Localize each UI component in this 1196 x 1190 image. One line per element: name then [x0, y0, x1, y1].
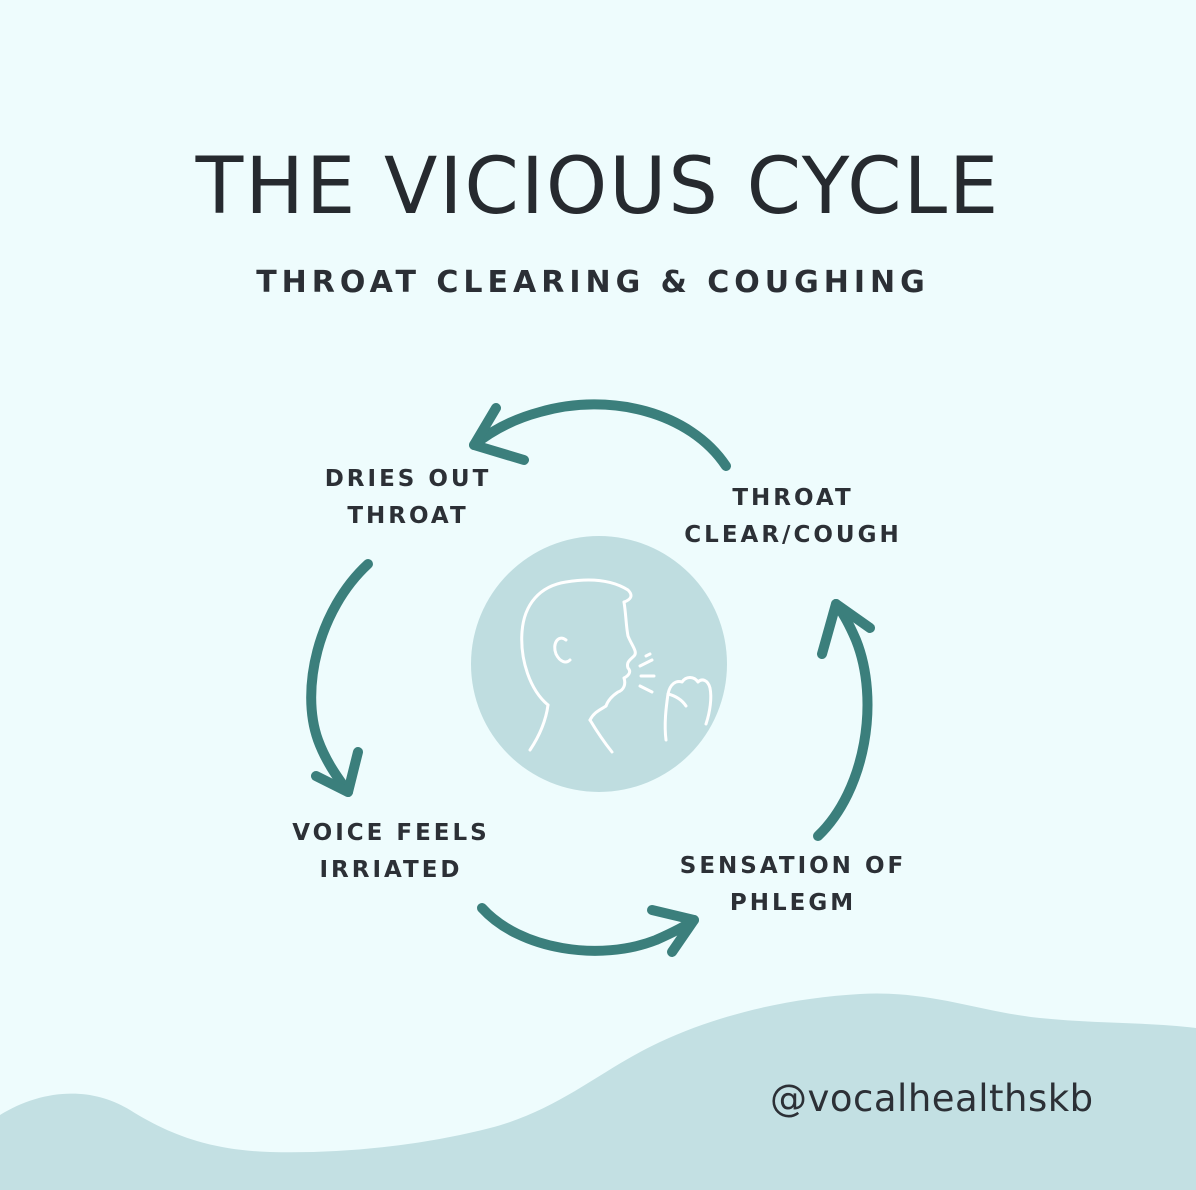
arrow-right: [813, 599, 873, 841]
cycle-step-line: IRRIATED: [319, 857, 463, 883]
cycle-step-line: THROAT: [732, 485, 854, 511]
cycle-step-throat-clear: THROAT CLEAR/COUGH: [615, 480, 971, 554]
cycle-step-voice-irritated: VOICE FEELS IRRIATED: [213, 815, 569, 889]
arrow-top-head: [469, 403, 529, 465]
arrow-bottom-head: [647, 905, 699, 957]
page-title: THE VICIOUS CYCLE: [195, 142, 1001, 232]
arrow-right-head: [817, 599, 875, 659]
center-circle: [471, 536, 727, 792]
arrow-left: [306, 559, 373, 797]
bottom-wave: [0, 993, 1196, 1190]
arrow-bottom: [477, 903, 699, 956]
cycle-step-phlegm: SENSATION OF PHLEGM: [615, 848, 971, 922]
arrow-top: [469, 399, 731, 471]
cycle-step-line: PHLEGM: [729, 890, 857, 916]
arrow-left-head: [311, 747, 363, 797]
cycle-arrows: [306, 399, 875, 957]
cycle-step-dries-out: DRIES OUT THROAT: [230, 461, 586, 535]
cycle-step-line: VOICE FEELS: [292, 820, 490, 846]
cycle-step-line: CLEAR/COUGH: [684, 522, 902, 548]
page-subtitle: THROAT CLEARING & COUGHING: [256, 265, 930, 300]
cycle-step-line: DRIES OUT: [324, 466, 492, 492]
person-coughing-icon: [520, 578, 713, 754]
cycle-step-line: SENSATION OF: [679, 853, 907, 879]
cycle-step-line: THROAT: [347, 503, 469, 529]
social-handle: @vocalhealthskb: [770, 1077, 1094, 1120]
